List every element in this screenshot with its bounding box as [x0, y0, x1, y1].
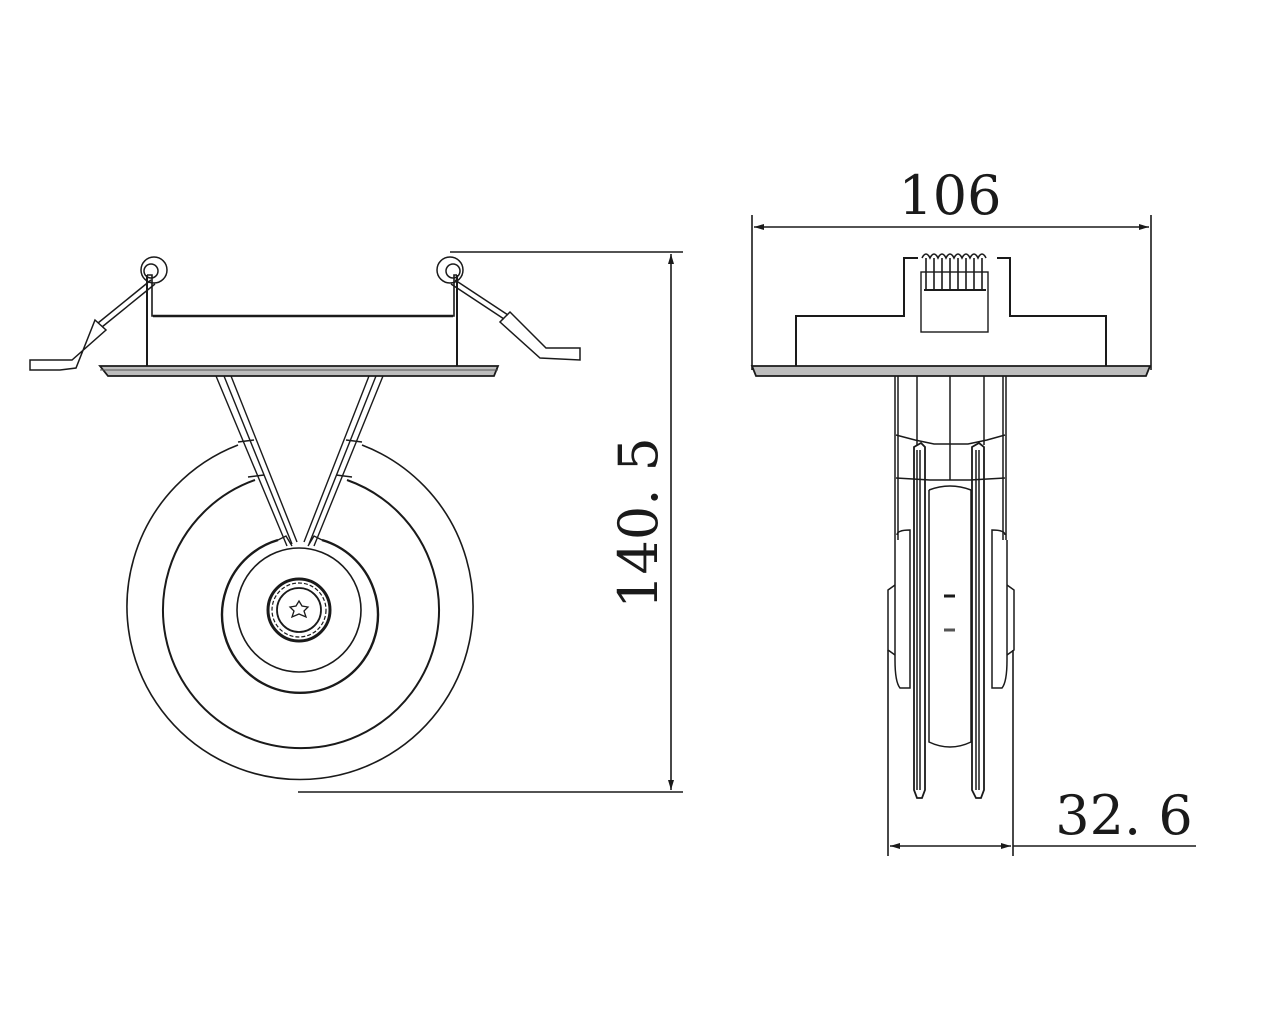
dimension-depth — [887, 650, 1196, 856]
spring-coil — [921, 253, 987, 291]
spring-clip-left — [29, 256, 168, 371]
dimension-width — [751, 215, 1152, 370]
star-icon — [288, 599, 310, 619]
gimbal-arms — [215, 375, 384, 547]
side-flange — [750, 365, 1152, 377]
dimension-height-label: 140. 5 — [607, 437, 670, 609]
side-body — [795, 257, 1107, 366]
lamp-rings — [126, 444, 474, 781]
side-view — [750, 253, 1152, 799]
side-lamp — [887, 376, 1015, 799]
dimension-depth-label: 32. 6 — [1055, 784, 1192, 847]
front-view — [29, 256, 581, 781]
spring-clip-right — [436, 256, 581, 361]
trim-flange — [98, 365, 500, 377]
dimension-height — [298, 251, 683, 793]
dimension-width-label: 106 — [898, 164, 1001, 227]
lamp-holder — [266, 577, 332, 643]
housing — [146, 274, 458, 367]
